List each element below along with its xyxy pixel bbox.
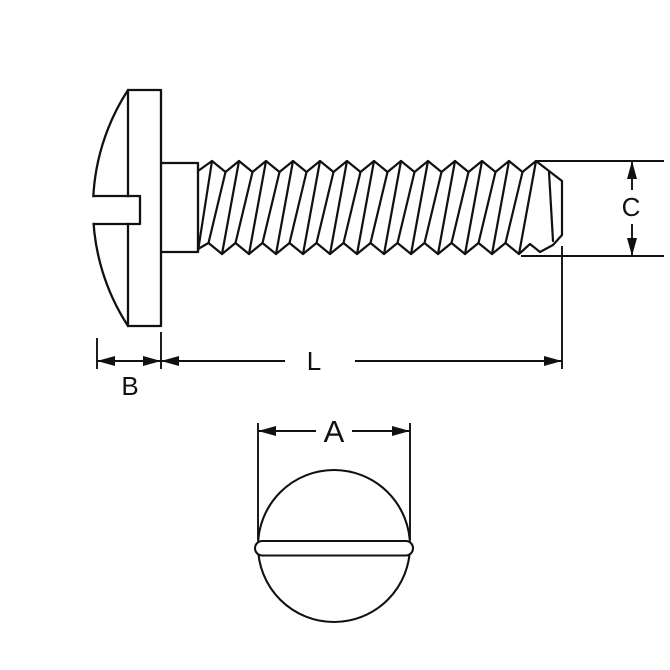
dimension-label-a: A [324,414,345,449]
head-slot [92,194,142,226]
dimension-label-l: L [307,346,321,376]
screw-end-chamfer [547,170,555,243]
dimension-b [96,338,161,369]
arrowhead-right [544,356,562,366]
arrowhead-left [97,356,115,366]
thread-flank-lines-2 [207,170,524,245]
head-slot-front [253,539,415,557]
arrowhead-up [627,161,637,179]
dimension-a [257,423,411,540]
arrowhead-right [392,426,410,436]
side-view [88,88,564,328]
arrowhead-left [161,356,179,366]
dimension-label-c: C [622,192,641,222]
shank [159,161,200,254]
front-view [253,468,415,624]
arrowhead-right [143,356,161,366]
head-outline [126,88,163,328]
dimension-l [160,246,563,369]
thread-flank-lines-1 [196,159,538,256]
arrowhead-left [258,426,276,436]
thread-silhouette [196,159,564,256]
dimension-label-b: B [121,371,138,401]
dimension-c [521,160,664,257]
head-slot-fill [88,197,139,223]
arrowhead-down [627,238,637,256]
